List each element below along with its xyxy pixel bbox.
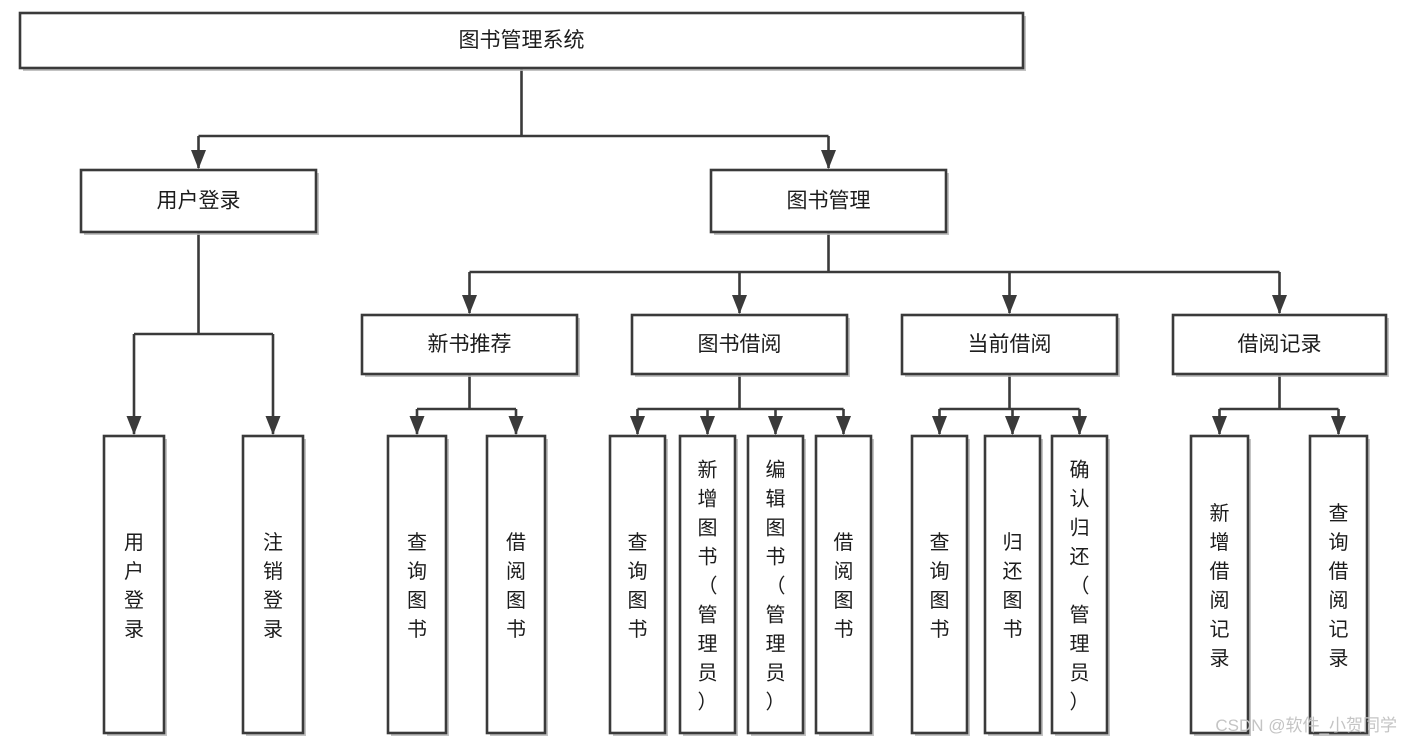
node-label: 新书推荐 [428,333,512,356]
level3-node[interactable]: 新书推荐 [360,313,580,377]
node-label: 查询借阅记录 [1329,502,1349,670]
level2-node[interactable]: 用户登录 [79,168,319,235]
arrow-head-icon [732,295,747,314]
box-outline[interactable] [709,168,948,234]
leaf-node[interactable]: 查询图书 [608,434,668,736]
box-outline[interactable] [983,434,1042,735]
node-label: 借阅图书 [834,531,854,641]
box-outline[interactable] [678,434,737,735]
box-outline[interactable] [630,313,849,376]
leaf-node[interactable]: 查询图书 [910,434,970,736]
box-outline[interactable] [79,168,318,234]
node-label: 查询图书 [930,531,950,641]
node-label: 用户登录 [124,532,144,641]
arrow-head-icon [768,416,783,435]
arrow-head-icon [821,150,836,169]
node-label: 确认归还（管理员） [1070,459,1090,714]
arrow-head-icon [1002,295,1017,314]
arrow-head-icon [630,416,645,435]
box-outline[interactable] [360,313,579,376]
node-label: 查询图书 [628,531,648,641]
arrow-head-icon [409,416,425,435]
box-outline[interactable] [608,434,667,735]
box-outline[interactable] [1050,434,1109,735]
leaf-node[interactable]: 确认归还（管理员） [1050,434,1110,736]
box-outline[interactable] [485,434,547,735]
leaf-node[interactable]: 查询借阅记录 [1308,434,1370,736]
box-outline[interactable] [814,434,873,735]
leaf-node[interactable]: 新增借阅记录 [1189,434,1251,736]
arrow-head-icon [700,416,715,435]
node-label: 新增借阅记录 [1210,502,1230,670]
arrow-head-icon [191,150,206,169]
leaf-node[interactable]: 归还图书 [983,434,1043,736]
level2-node[interactable]: 图书管理 [709,168,949,235]
csdn-watermark: CSDN @软件_小贺同学 [1215,716,1397,735]
box-outline[interactable] [102,434,166,735]
arrow-head-icon [1272,295,1287,314]
node-label: 用户登录 [157,190,241,213]
node-label: 借阅图书 [506,531,526,641]
node-label: 新增图书（管理员） [698,459,718,714]
connector-layer [126,68,1346,435]
arrow-head-icon [508,416,524,435]
arrow-head-icon [126,416,142,435]
box-outline[interactable] [241,434,305,735]
box-outline[interactable] [910,434,969,735]
node-label: 归还图书 [1003,531,1023,641]
box-outline[interactable] [1308,434,1369,735]
arrow-head-icon [1072,416,1087,435]
node-label: 借阅记录 [1238,333,1322,356]
arrow-head-icon [1212,416,1227,435]
arrow-head-icon [1331,416,1346,435]
box-outline[interactable] [900,313,1119,376]
box-outline[interactable] [746,434,805,735]
arrow-head-icon [932,416,947,435]
leaf-node[interactable]: 编辑图书（管理员） [746,434,806,736]
level3-node[interactable]: 借阅记录 [1171,313,1389,377]
box-outline[interactable] [386,434,448,735]
leaf-node[interactable]: 新增图书（管理员） [678,434,738,736]
leaf-node[interactable]: 借阅图书 [485,434,548,736]
leaf-node[interactable]: 注销登录 [241,434,306,736]
node-label: 查询图书 [407,531,427,641]
arrow-head-icon [265,416,281,435]
arrow-head-icon [836,416,851,435]
box-outline[interactable] [18,11,1025,70]
leaf-node[interactable]: 用户登录 [102,434,167,736]
level3-node[interactable]: 图书借阅 [630,313,850,377]
box-outline[interactable] [1171,313,1388,376]
node-layer: 图书管理系统用户登录图书管理新书推荐图书借阅当前借阅借阅记录用户登录注销登录查询… [18,11,1389,736]
leaf-node[interactable]: 查询图书 [386,434,449,736]
node-label: 图书管理 [787,190,871,213]
arrow-head-icon [462,295,477,314]
root-node-node-e59bbee4b9a6e7aea1e79086e7b3bbe7bb9f[interactable]: 图书管理系统 [18,11,1026,71]
level3-node[interactable]: 当前借阅 [900,313,1120,377]
node-label: 编辑图书（管理员） [766,459,786,714]
node-label: 当前借阅 [968,333,1052,356]
arrow-head-icon [1005,416,1020,435]
node-label: 注销登录 [263,531,283,641]
node-label: 图书管理系统 [459,29,585,52]
leaf-node[interactable]: 借阅图书 [814,434,874,736]
node-label: 图书借阅 [698,333,782,356]
box-outline[interactable] [1189,434,1250,735]
